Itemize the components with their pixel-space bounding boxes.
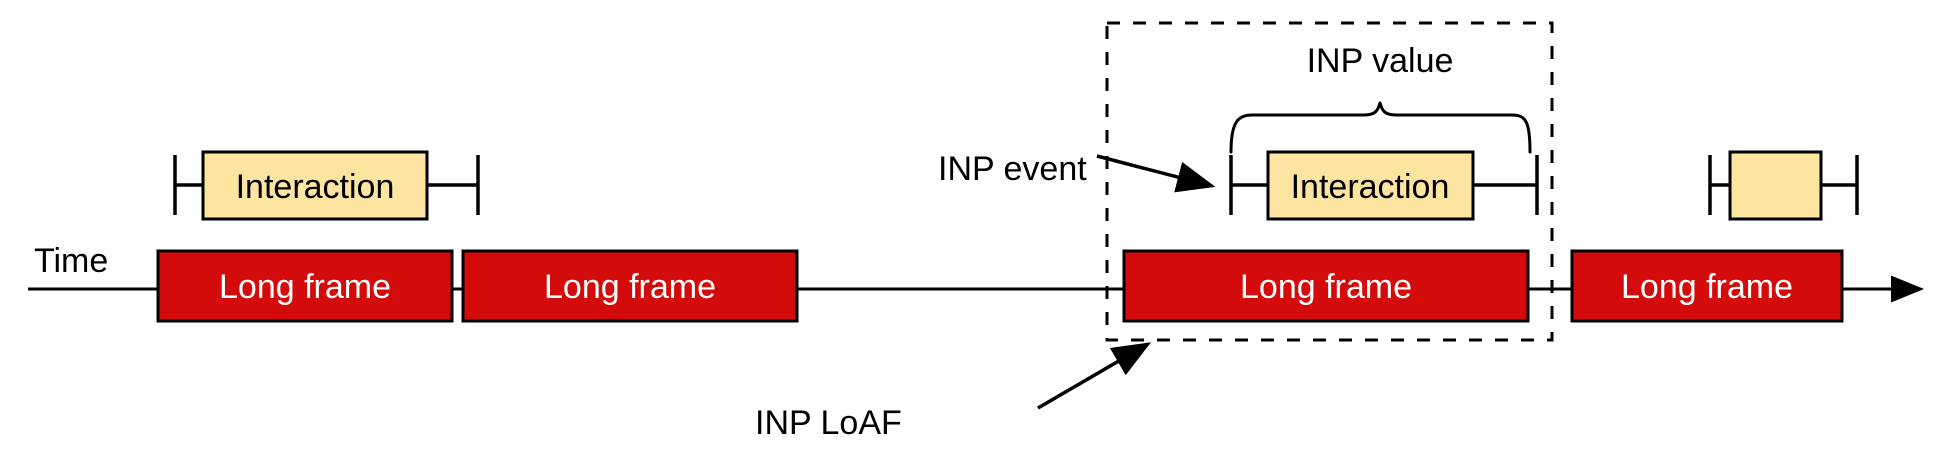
interaction-box-3 — [1266, 150, 1475, 221]
inp-highlight-box — [1105, 21, 1554, 342]
frame-group-4: Long frame — [1570, 150, 1859, 323]
frame-group-1: Interaction Long frame — [156, 150, 480, 323]
interaction-box-1 — [201, 150, 429, 221]
long-frame-label-4: Long frame — [1621, 268, 1793, 306]
inp-event-label: INP event — [938, 150, 1087, 188]
inp-event-leader-arrow — [1096, 154, 1216, 193]
long-frame-box-2 — [461, 249, 799, 323]
long-frame-label-2: Long frame — [544, 268, 716, 306]
long-frame-label-1: Long frame — [219, 268, 391, 306]
inp-value-brace — [1229, 101, 1532, 154]
inp-loaf-leader-arrow — [1037, 342, 1152, 410]
interaction-label-1: Interaction — [236, 168, 395, 206]
frame-group-3: Interaction Long frame — [1122, 150, 1539, 323]
long-frame-box-4 — [1570, 249, 1844, 323]
inp-value-label: INP value — [1307, 42, 1454, 80]
time-axis-label: Time — [34, 242, 108, 280]
interaction-whisker-3 — [1229, 155, 1539, 215]
long-frame-box-3 — [1122, 249, 1530, 323]
long-frame-label-3: Long frame — [1240, 268, 1412, 306]
interaction-label-3: Interaction — [1291, 168, 1450, 206]
interaction-whisker-1 — [173, 155, 480, 215]
interaction-whisker-4 — [1708, 155, 1859, 215]
frame-group-2: Long frame — [461, 249, 799, 323]
interaction-box-4 — [1728, 150, 1823, 221]
inp-loaf-label: INP LoAF — [755, 404, 902, 442]
long-frame-box-1 — [156, 249, 454, 323]
